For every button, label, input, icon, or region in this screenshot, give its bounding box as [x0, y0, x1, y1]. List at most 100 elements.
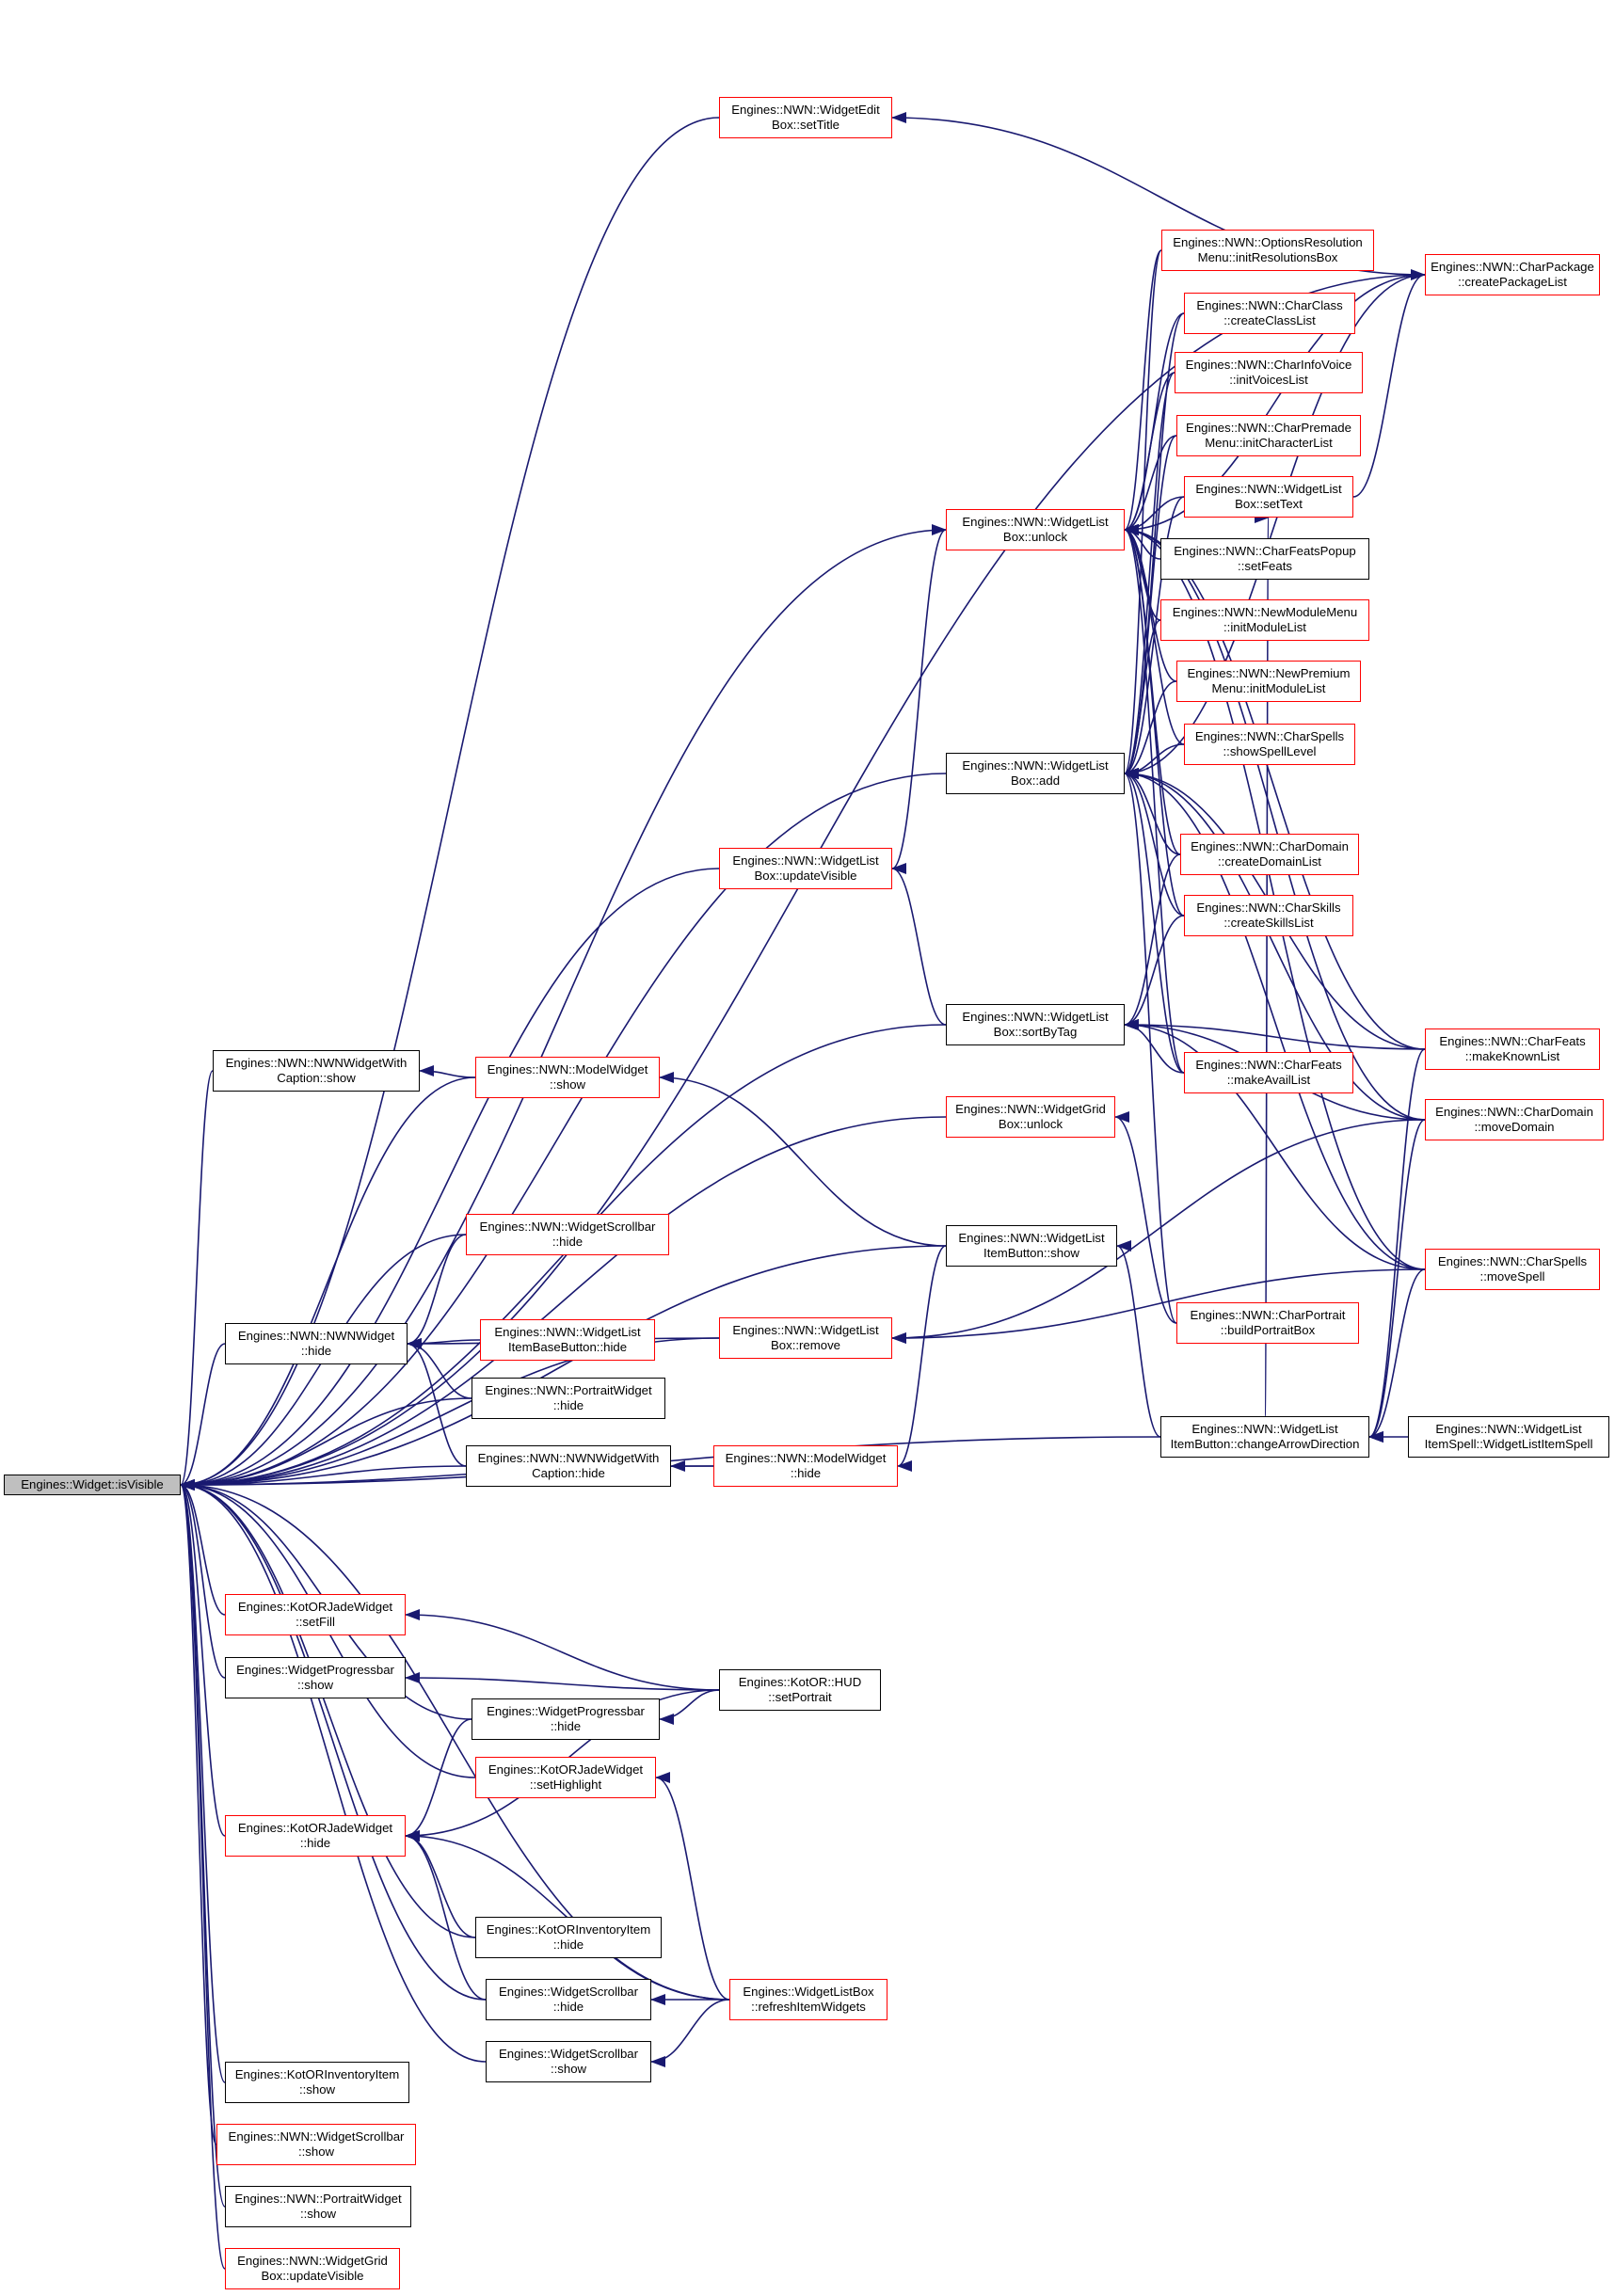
node-label-line: ItemSpell::WidgetListItemSpell	[1424, 1437, 1593, 1451]
node-charFeatsKnown[interactable]: Engines::NWN::CharFeats::makeKnownList	[1425, 1028, 1600, 1070]
node-modelWidgetShow[interactable]: Engines::NWN::ModelWidget::show	[475, 1057, 660, 1098]
node-kotorJadeSetFill[interactable]: Engines::KotORJadeWidget::setFill	[225, 1594, 406, 1635]
node-charClass[interactable]: Engines::NWN::CharClass::createClassList	[1184, 293, 1355, 334]
node-charSkills[interactable]: Engines::NWN::CharSkills::createSkillsLi…	[1184, 895, 1353, 936]
node-charFeatsAvail[interactable]: Engines::NWN::CharFeats::makeAvailList	[1184, 1052, 1353, 1093]
node-label-line: Engines::NWN::NWNWidget	[237, 1329, 395, 1343]
edge-progressbarShow-to-isVisible	[180, 1479, 226, 1679]
node-label-line: Menu::initModuleList	[1211, 681, 1326, 695]
edge-charInfoVoice-to-wlbAdd	[1124, 372, 1175, 779]
node-portraitWidgetHide[interactable]: Engines::NWN::PortraitWidget::hide	[472, 1378, 665, 1419]
node-label-line: ::setHighlight	[529, 1778, 602, 1792]
node-label-line: ::hide	[299, 1836, 331, 1850]
node-scrollbarHide[interactable]: Engines::WidgetScrollbar::hide	[486, 1979, 651, 2020]
node-progressbarHide[interactable]: Engines::WidgetProgressbar::hide	[472, 1698, 660, 1740]
node-kotorJadeHide[interactable]: Engines::KotORJadeWidget::hide	[225, 1815, 406, 1857]
node-label-line: ::hide	[790, 1466, 822, 1480]
node-charDomainCreate[interactable]: Engines::NWN::CharDomain::createDomainLi…	[1180, 834, 1359, 875]
node-charPortrait[interactable]: Engines::NWN::CharPortrait::buildPortrai…	[1176, 1302, 1359, 1344]
node-label-line: Engines::NWN::CharPremade	[1186, 421, 1351, 435]
node-kotorInvHide[interactable]: Engines::KotORInventoryItem::hide	[475, 1917, 662, 1958]
node-label-line: ::setFeats	[1238, 559, 1292, 573]
node-label-line: ::show	[297, 2145, 335, 2159]
node-label-line: Engines::NWN::NewPremium	[1187, 666, 1351, 680]
node-refreshItemWidgets[interactable]: Engines::WidgetListBox::refreshItemWidge…	[729, 1979, 887, 2020]
node-charPackage[interactable]: Engines::NWN::CharPackage::createPackage…	[1425, 254, 1600, 295]
node-charInfoVoice[interactable]: Engines::NWN::CharInfoVoice::initVoicesL…	[1175, 352, 1363, 393]
node-label-line: ::initVoicesList	[1229, 373, 1308, 387]
edge-nwnWidgetHide-to-isVisible	[180, 1343, 226, 1491]
node-label-line: Engines::NWN::CharFeatsPopup	[1174, 544, 1356, 558]
node-hudSetPortrait[interactable]: Engines::KotOR::HUD::setPortrait	[719, 1669, 881, 1711]
edge-kotorJadeHide-to-isVisible	[180, 1479, 226, 1837]
edge-charPackage-to-wlbAdd	[1124, 274, 1426, 779]
node-kotorJadeSetHighlight[interactable]: Engines::KotORJadeWidget::setHighlight	[475, 1757, 656, 1798]
node-label-line: Engines::NWN::CharDomain	[1191, 839, 1349, 853]
edge-wlbSetText-to-wlbAdd	[1124, 496, 1185, 779]
edge-charDomainMove-to-wlbAdd	[1124, 768, 1426, 1121]
node-label-line: ::makeAvailList	[1226, 1073, 1311, 1087]
edge-wgbUnlock-to-isVisible	[180, 1116, 947, 1491]
node-label-line: Engines::NWN::CharFeats	[1439, 1034, 1586, 1048]
edge-scrollbarHide-to-isVisible	[180, 1479, 487, 2001]
node-charSpellsMove[interactable]: Engines::NWN::CharSpells::moveSpell	[1425, 1249, 1600, 1290]
node-label-line: Box::updateVisible	[754, 869, 857, 883]
node-label-line: Engines::NWN::CharClass	[1196, 298, 1343, 312]
node-label-line: Engines::KotOR::HUD	[738, 1675, 862, 1689]
edge-charSkills-to-wlbUnlock	[1124, 524, 1185, 917]
edge-optionsRes-to-wlbUnlock	[1124, 249, 1162, 535]
node-label-line: ItemBaseButton::hide	[507, 1340, 628, 1354]
node-scrollbarShow[interactable]: Engines::WidgetScrollbar::show	[486, 2041, 651, 2082]
node-charSpellsShow[interactable]: Engines::NWN::CharSpells::showSpellLevel	[1184, 724, 1355, 765]
edge-wlibShow-to-isVisible	[180, 1245, 947, 1491]
node-label-line: ::initModuleList	[1223, 620, 1306, 634]
node-newModuleMenu[interactable]: Engines::NWN::NewModuleMenu::initModuleL…	[1160, 599, 1369, 641]
node-label-line: Engines::WidgetScrollbar	[498, 2047, 639, 2061]
node-label-line: Engines::NWN::CharSkills	[1196, 901, 1341, 915]
edge-kotorInvShow-to-isVisible	[180, 1479, 226, 2083]
edge-wgbUpdateVisible-to-isVisible	[180, 1479, 226, 2270]
node-label-line: ::setFill	[296, 1615, 335, 1629]
edge-wlbSetText-to-charPackage	[1352, 269, 1426, 498]
node-charFeatsPopup[interactable]: Engines::NWN::CharFeatsPopup::setFeats	[1160, 538, 1369, 580]
node-label-line: ::hide	[552, 1398, 584, 1412]
node-label-line: Engines::NWN::WidgetList	[1195, 482, 1342, 496]
node-nwnWidgetHide[interactable]: Engines::NWN::NWNWidget::hide	[225, 1323, 408, 1364]
edge-refreshItemWidgets-to-kotorJadeSetHighlight	[655, 1772, 730, 2001]
node-label-line: ItemButton::show	[983, 1246, 1079, 1260]
node-label-line: Engines::NWN::WidgetEdit	[731, 103, 880, 117]
node-charDomainMove[interactable]: Engines::NWN::CharDomain::moveDomain	[1425, 1099, 1604, 1140]
node-progressbarShow[interactable]: Engines::WidgetProgressbar::show	[225, 1657, 406, 1698]
node-kotorInvShow[interactable]: Engines::KotORInventoryItem::show	[225, 2062, 409, 2103]
node-label-line: Engines::NWN::CharSpells	[1194, 729, 1345, 743]
node-scrollbarShowNWN[interactable]: Engines::NWN::WidgetScrollbar::show	[216, 2124, 416, 2165]
edge-newModuleMenu-to-wlbAdd	[1124, 619, 1161, 779]
node-scrollbarHideNWN[interactable]: Engines::NWN::WidgetScrollbar::hide	[466, 1214, 669, 1255]
node-label-line: Engines::NWN::WidgetList	[962, 758, 1109, 773]
node-portraitWidgetShow[interactable]: Engines::NWN::PortraitWidget::show	[225, 2186, 411, 2227]
edge-wlbUpdateVisible-to-isVisible	[180, 868, 720, 1491]
node-label-line: Engines::KotORInventoryItem	[234, 2067, 400, 2081]
node-label-line: Engines::NWN::WidgetGrid	[237, 2254, 388, 2268]
node-isVisible[interactable]: Engines::Widget::isVisible	[4, 1475, 181, 1495]
node-label-line: Engines::NWN::NWNWidgetWith	[477, 1451, 660, 1465]
node-modelWidgetHide[interactable]: Engines::NWN::ModelWidget::hide	[713, 1445, 898, 1487]
